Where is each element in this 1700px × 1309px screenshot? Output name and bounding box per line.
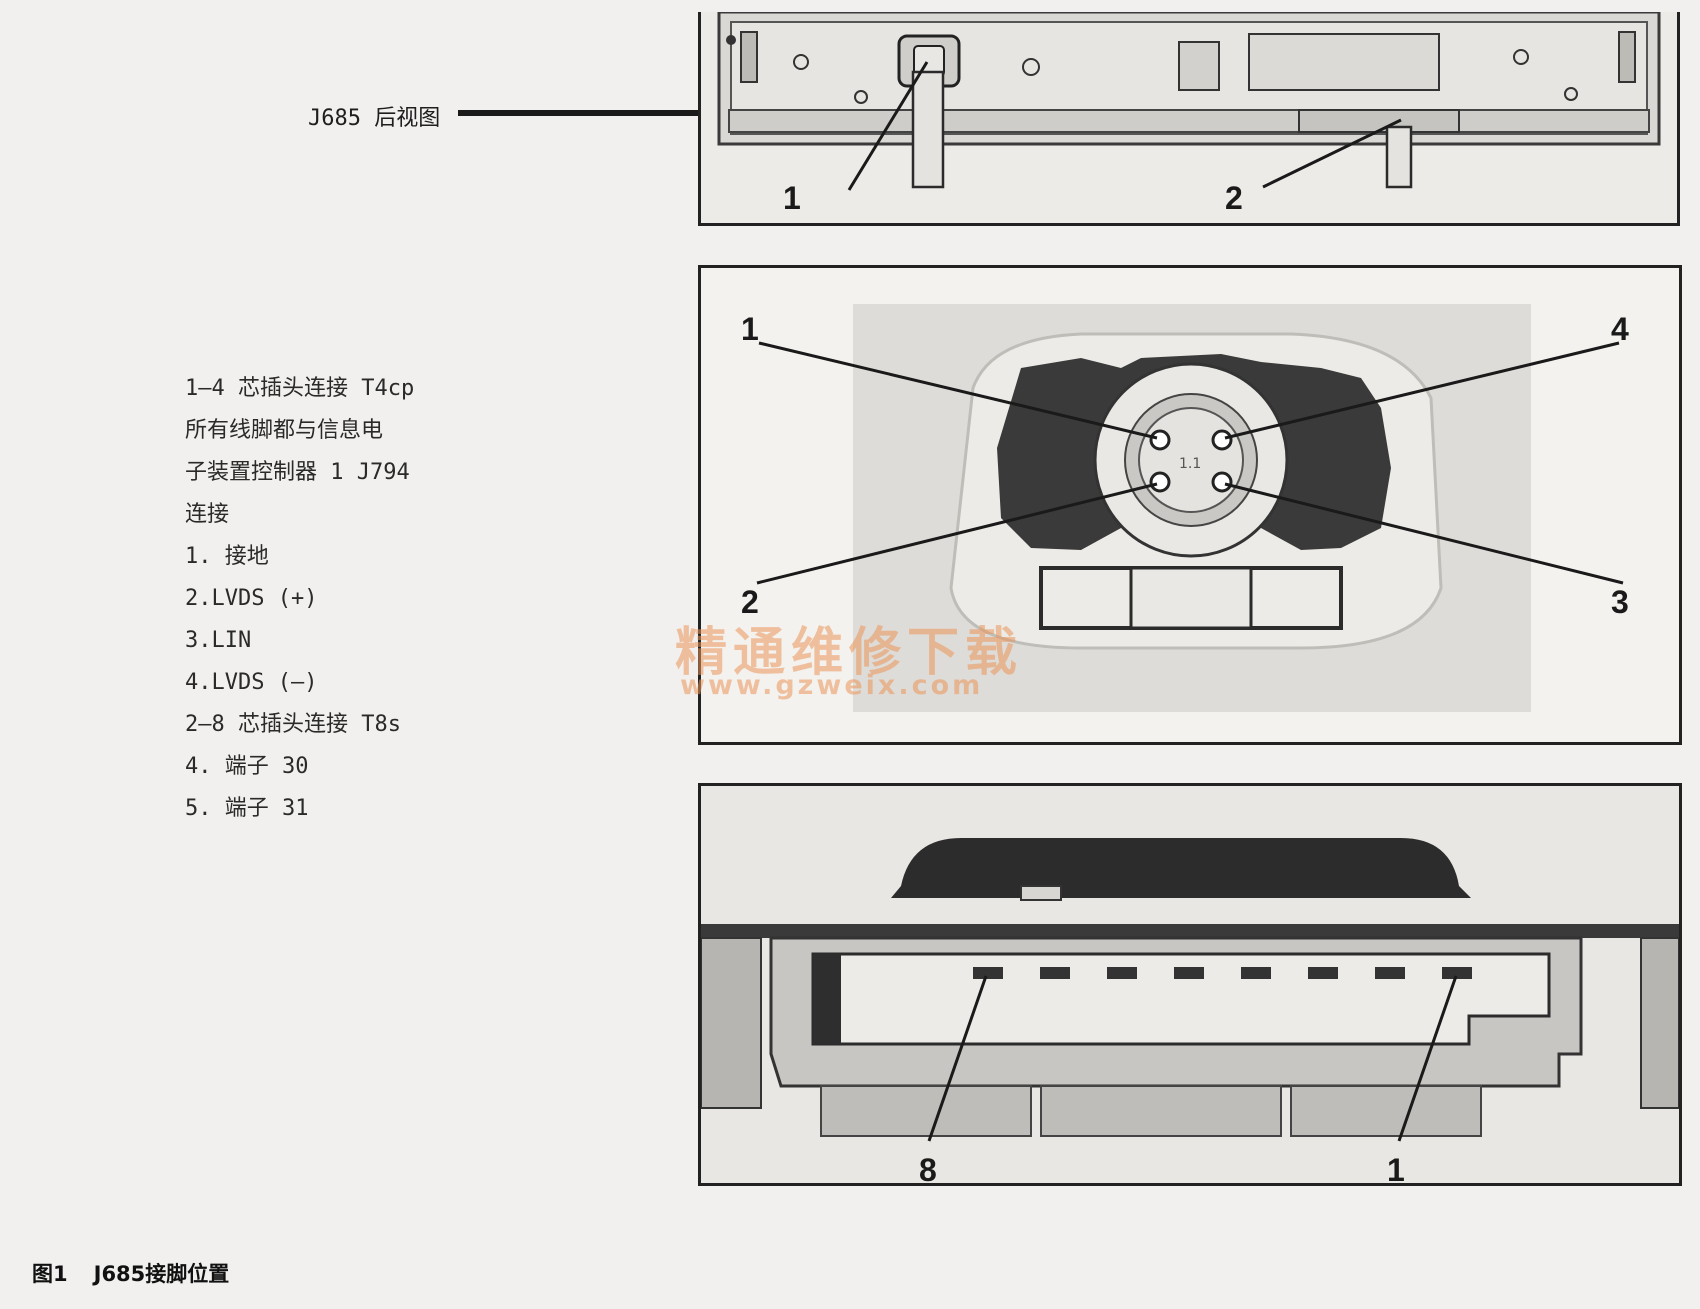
- note-line: 4. 端子 30: [185, 754, 309, 779]
- callout-leader-2: [756, 482, 1158, 585]
- rear-view-drawing: 1 2: [717, 12, 1661, 216]
- callout-leader-3: [1224, 482, 1624, 585]
- note-line: 4.LVDS (—): [185, 670, 318, 695]
- four-pin-connector-panel: 1.1 1 4 2 3: [698, 265, 1682, 745]
- callout-label-1: 1: [783, 180, 801, 216]
- note-line: 1. 接地: [185, 544, 269, 569]
- note-line: 1—4 芯插头连接 T4cp: [185, 376, 415, 401]
- callout-leader-2: [1262, 118, 1402, 189]
- callout-leader-1: [847, 61, 929, 191]
- callout-label-1: 1: [1387, 1152, 1405, 1183]
- callout-label-8: 8: [919, 1152, 937, 1183]
- rear-view-label: J685 后视图: [308, 106, 441, 131]
- figure-number: 图1: [32, 1262, 68, 1286]
- note-line: 3.LIN: [185, 628, 252, 653]
- note-line: 所有线脚都与信息电: [185, 418, 384, 443]
- watermark-text: 精通维修下载: [675, 622, 1024, 683]
- pin-description-notes: 1—4 芯插头连接 T4cp 所有线脚都与信息电 子装置控制器 1 J794 连…: [185, 368, 414, 830]
- callout-leader-1: [758, 341, 1158, 440]
- callout-leader-8: [927, 975, 988, 1142]
- note-line: 2—8 芯插头连接 T8s: [185, 712, 401, 737]
- callout-label-2: 2: [1225, 180, 1243, 216]
- center-mark: 1.1: [1179, 456, 1201, 472]
- watermark-url: www.gzweix.com: [680, 670, 984, 701]
- note-line: 5. 端子 31: [185, 796, 309, 821]
- callout-leader-4: [1224, 341, 1620, 440]
- note-line: 2.LVDS (+): [185, 586, 318, 611]
- eight-pin-connector-panel: 8 1: [698, 783, 1682, 1186]
- figure-caption: 图1 J685接脚位置: [32, 1258, 229, 1288]
- callout-leader-1: [1397, 975, 1458, 1142]
- eight-pin-connector-drawing: 8 1: [701, 786, 1679, 1183]
- callout-label-2: 2: [741, 584, 759, 620]
- figure-title: J685接脚位置: [93, 1262, 230, 1286]
- note-line: 子装置控制器 1 J794: [185, 460, 410, 485]
- callout-label-1: 1: [741, 311, 759, 347]
- rear-view-pointer-line: [458, 110, 708, 116]
- note-line: 连接: [185, 502, 230, 527]
- four-pin-connector-drawing: 1.1 1 4 2 3: [741, 304, 1629, 712]
- callout-label-4: 4: [1611, 311, 1629, 347]
- callout-label-3: 3: [1611, 584, 1629, 620]
- rear-view-panel: 1 2: [698, 12, 1680, 226]
